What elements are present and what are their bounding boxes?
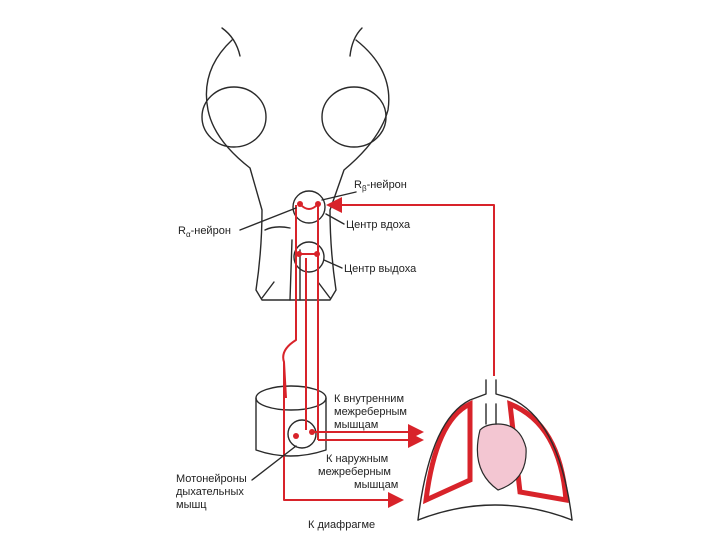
thorax: [418, 380, 572, 520]
r-alpha-neuron-label: Rα-нейрон: [178, 225, 231, 239]
expiration-center-node: [294, 242, 324, 272]
expiration-center-label: Центр выдоха: [344, 263, 417, 275]
spinal-cord-segment: [256, 386, 326, 456]
internal-intercostal-label: К внутренним межреберным мышцам: [334, 393, 410, 431]
motoneurons-label: Мотонейроны дыхательных мышц: [176, 473, 250, 511]
diaphragm-label: К диафрагме: [308, 519, 375, 531]
inspiration-center-label: Центр вдоха: [346, 219, 411, 231]
r-beta-neuron-label: Rβ-нейрон: [354, 179, 407, 193]
inspiration-center-node: [293, 191, 325, 223]
external-intercostal-label: К наружным межреберным мышцам: [318, 453, 398, 491]
